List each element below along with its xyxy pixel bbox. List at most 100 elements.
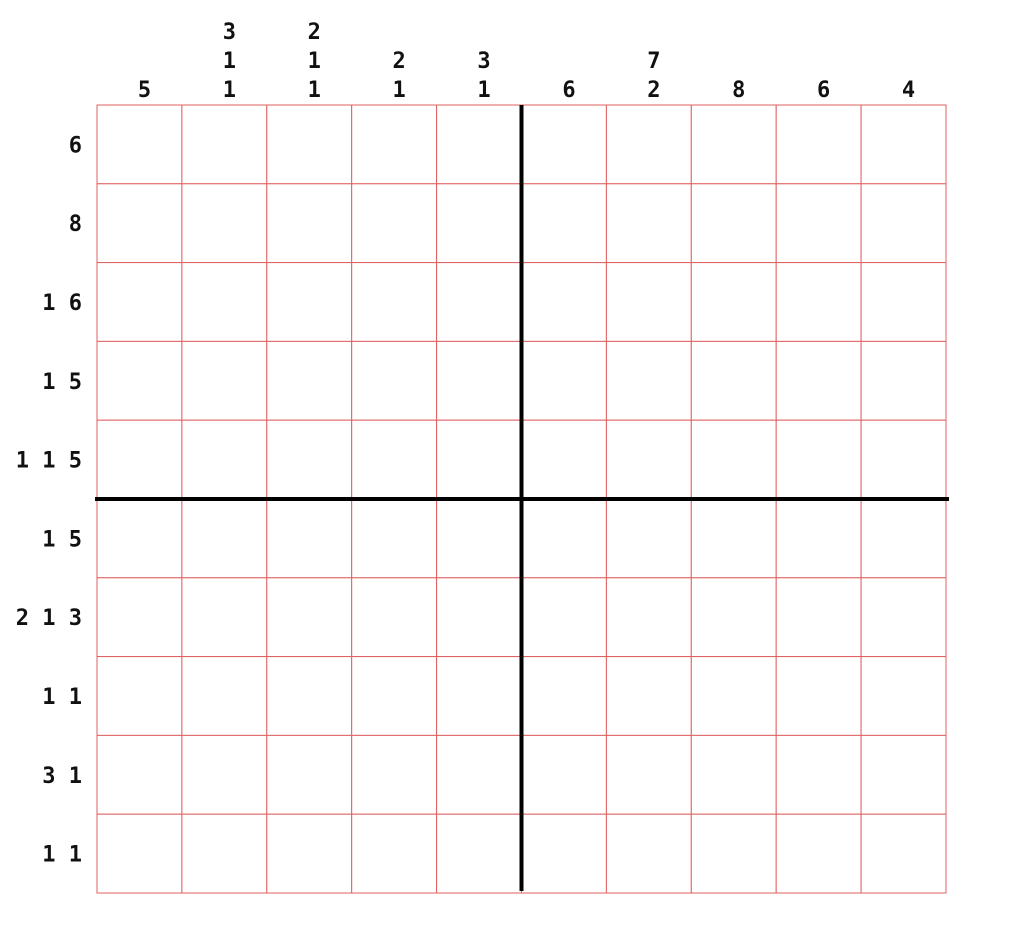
grid-cell[interactable]	[521, 262, 607, 342]
grid-cell[interactable]	[96, 262, 183, 342]
grid-cell[interactable]	[690, 656, 777, 736]
grid-cell[interactable]	[521, 656, 607, 736]
grid-cell[interactable]	[181, 498, 268, 579]
grid-cell[interactable]	[775, 419, 862, 500]
grid-cell[interactable]	[436, 419, 523, 500]
grid-cell[interactable]	[96, 656, 183, 736]
grid-cell[interactable]	[690, 104, 777, 185]
grid-cell[interactable]	[690, 734, 777, 815]
grid-cell[interactable]	[605, 656, 692, 736]
grid-cell[interactable]	[436, 498, 523, 579]
grid-cell[interactable]	[266, 262, 353, 342]
grid-cell[interactable]	[96, 577, 183, 658]
grid-cell[interactable]	[436, 734, 523, 815]
grid-cell[interactable]	[605, 340, 692, 421]
grid-cell[interactable]	[775, 104, 862, 185]
grid-cell[interactable]	[605, 183, 692, 264]
grid-cell[interactable]	[605, 577, 692, 658]
grid-cell[interactable]	[521, 734, 607, 815]
grid-cell[interactable]	[436, 183, 523, 264]
grid-cell[interactable]	[605, 262, 692, 342]
grid-cell[interactable]	[860, 734, 947, 815]
grid-cell[interactable]	[266, 183, 353, 264]
grid-cell[interactable]	[775, 656, 862, 736]
grid-cell[interactable]	[860, 419, 947, 500]
grid-cell[interactable]	[266, 577, 353, 658]
grid-cell[interactable]	[775, 498, 862, 579]
grid-cell[interactable]	[181, 104, 268, 185]
grid-cell[interactable]	[181, 419, 268, 500]
grid-cell[interactable]	[181, 262, 268, 342]
grid-cell[interactable]	[436, 262, 523, 342]
grid-cell[interactable]	[436, 104, 523, 185]
grid-cell[interactable]	[775, 340, 862, 421]
grid-cell[interactable]	[436, 813, 523, 894]
grid-cell[interactable]	[775, 262, 862, 342]
grid-cell[interactable]	[436, 577, 523, 658]
grid-cell[interactable]	[690, 813, 777, 894]
grid-cell[interactable]	[860, 104, 947, 185]
grid-cell[interactable]	[690, 419, 777, 500]
grid-cell[interactable]	[860, 498, 947, 579]
grid-cell[interactable]	[181, 813, 268, 894]
grid-cell[interactable]	[96, 734, 183, 815]
grid-cell[interactable]	[351, 734, 438, 815]
grid-cell[interactable]	[351, 419, 438, 500]
grid-cell[interactable]	[96, 498, 183, 579]
grid-cell[interactable]	[775, 577, 862, 658]
grid-cell[interactable]	[351, 656, 438, 736]
grid-cell[interactable]	[521, 813, 607, 894]
grid-cell[interactable]	[605, 419, 692, 500]
grid-cell[interactable]	[266, 498, 353, 579]
grid-cell[interactable]	[266, 734, 353, 815]
grid-cell[interactable]	[860, 577, 947, 658]
grid-cell[interactable]	[181, 183, 268, 264]
grid-cell[interactable]	[860, 340, 947, 421]
grid-cell[interactable]	[690, 340, 777, 421]
grid-cell[interactable]	[605, 498, 692, 579]
grid-cell[interactable]	[351, 577, 438, 658]
grid-cell[interactable]	[860, 183, 947, 264]
grid-cell[interactable]	[181, 340, 268, 421]
grid-cell[interactable]	[775, 734, 862, 815]
grid-cell[interactable]	[690, 577, 777, 658]
grid-cell[interactable]	[690, 262, 777, 342]
grid-cell[interactable]	[351, 183, 438, 264]
grid-cell[interactable]	[181, 734, 268, 815]
grid-cell[interactable]	[96, 104, 183, 185]
grid-cell[interactable]	[351, 813, 438, 894]
grid-cell[interactable]	[266, 104, 353, 185]
grid-cell[interactable]	[521, 340, 607, 421]
grid-cell[interactable]	[860, 262, 947, 342]
grid-cell[interactable]	[351, 340, 438, 421]
grid-cell[interactable]	[521, 183, 607, 264]
grid-cell[interactable]	[266, 656, 353, 736]
grid-cell[interactable]	[351, 262, 438, 342]
grid-cell[interactable]	[181, 577, 268, 658]
grid-cell[interactable]	[775, 813, 862, 894]
grid-cell[interactable]	[605, 104, 692, 185]
grid-cell[interactable]	[521, 104, 607, 185]
grid-cell[interactable]	[266, 419, 353, 500]
grid-cell[interactable]	[690, 498, 777, 579]
grid-cell[interactable]	[181, 656, 268, 736]
grid-cell[interactable]	[96, 813, 183, 894]
grid-cell[interactable]	[860, 813, 947, 894]
grid-cell[interactable]	[96, 183, 183, 264]
grid-cell[interactable]	[690, 183, 777, 264]
grid-cell[interactable]	[436, 340, 523, 421]
grid-cell[interactable]	[860, 656, 947, 736]
grid-cell[interactable]	[521, 577, 607, 658]
grid-cell[interactable]	[605, 734, 692, 815]
grid-cell[interactable]	[775, 183, 862, 264]
grid-cell[interactable]	[521, 419, 607, 500]
grid-cell[interactable]	[521, 498, 607, 579]
grid-cell[interactable]	[96, 419, 183, 500]
grid-cell[interactable]	[605, 813, 692, 894]
grid-cell[interactable]	[266, 340, 353, 421]
grid-cell[interactable]	[96, 340, 183, 421]
grid-cell[interactable]	[351, 104, 438, 185]
grid-cell[interactable]	[266, 813, 353, 894]
grid-cell[interactable]	[436, 656, 523, 736]
grid-cell[interactable]	[351, 498, 438, 579]
